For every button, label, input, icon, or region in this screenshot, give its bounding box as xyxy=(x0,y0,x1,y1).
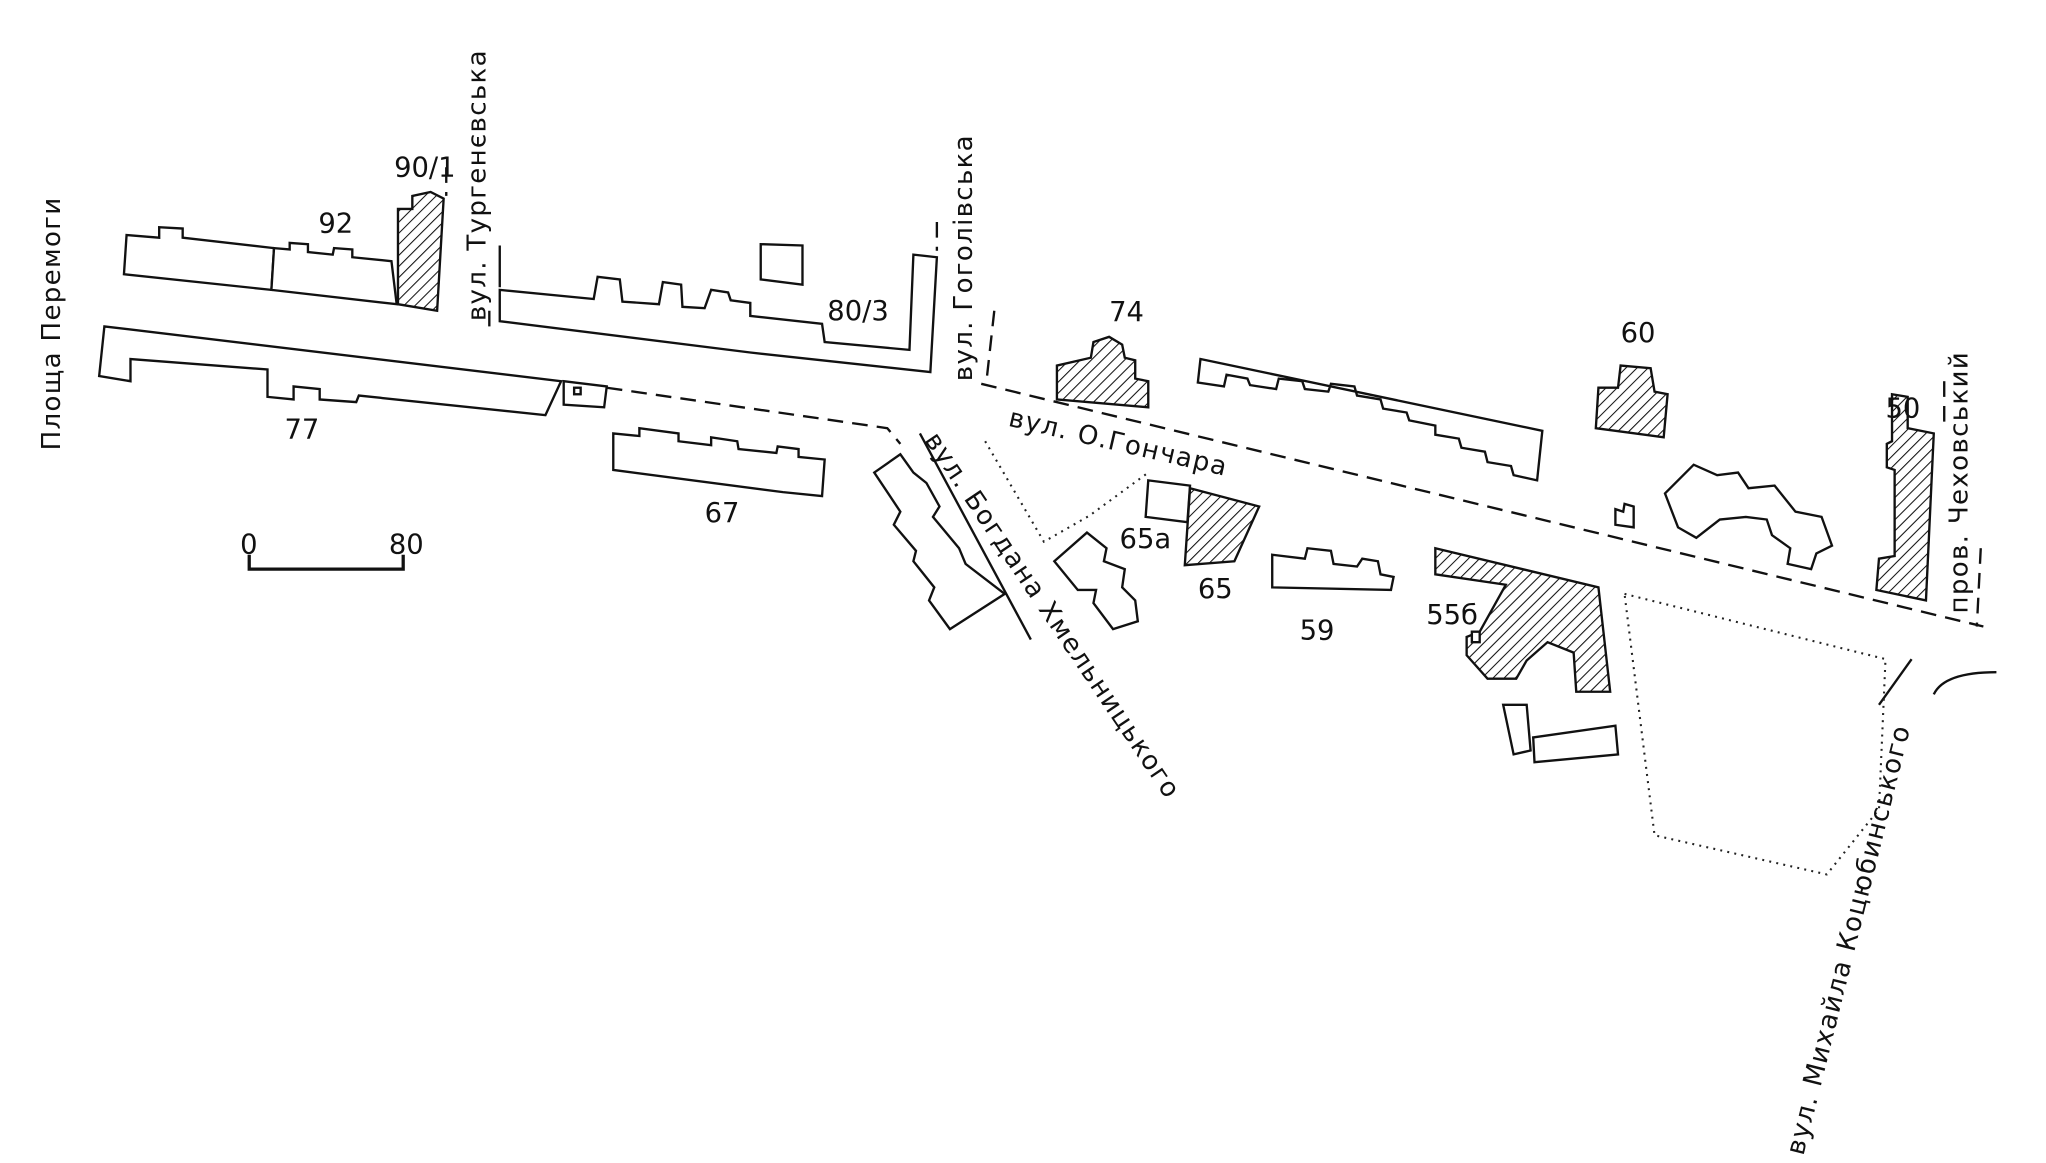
label-90-1: 90/1 xyxy=(394,152,456,183)
scale-bar: 0 80 xyxy=(240,529,424,571)
label-honchara: вул. О.Гончара xyxy=(1006,403,1231,483)
label-67: 67 xyxy=(705,498,740,529)
label-65a: 65а xyxy=(1120,524,1172,555)
dotted-boundary xyxy=(984,440,1149,544)
label-60: 60 xyxy=(1621,318,1656,349)
label-55b: 55б xyxy=(1426,600,1478,631)
label-80-3: 80/3 xyxy=(827,296,889,327)
scale-end: 80 xyxy=(389,529,424,560)
label-kotsiubynskoho: вул. Михайла Коцюбинського xyxy=(1781,722,1917,1158)
buildings xyxy=(97,190,1936,764)
road-lines xyxy=(445,167,1997,706)
dotted-park xyxy=(1623,592,1887,876)
building-labels: 90/1 92 80/3 77 74 67 60 65а 65 59 55б 5… xyxy=(284,152,1920,646)
label-59: 59 xyxy=(1300,616,1335,647)
label-square: Площа Перемоги xyxy=(37,196,67,450)
label-92: 92 xyxy=(318,208,353,239)
label-50: 50 xyxy=(1886,394,1921,425)
label-77: 77 xyxy=(284,415,319,446)
label-74: 74 xyxy=(1109,297,1144,328)
label-chekhovskyi: пров. Чеховський xyxy=(1945,351,1975,613)
label-hoholivska: вул. Гоголівська xyxy=(949,134,979,381)
label-turgenievska: вул. Тургенєвська xyxy=(462,49,492,321)
label-65: 65 xyxy=(1198,574,1233,605)
scale-start: 0 xyxy=(240,529,257,560)
